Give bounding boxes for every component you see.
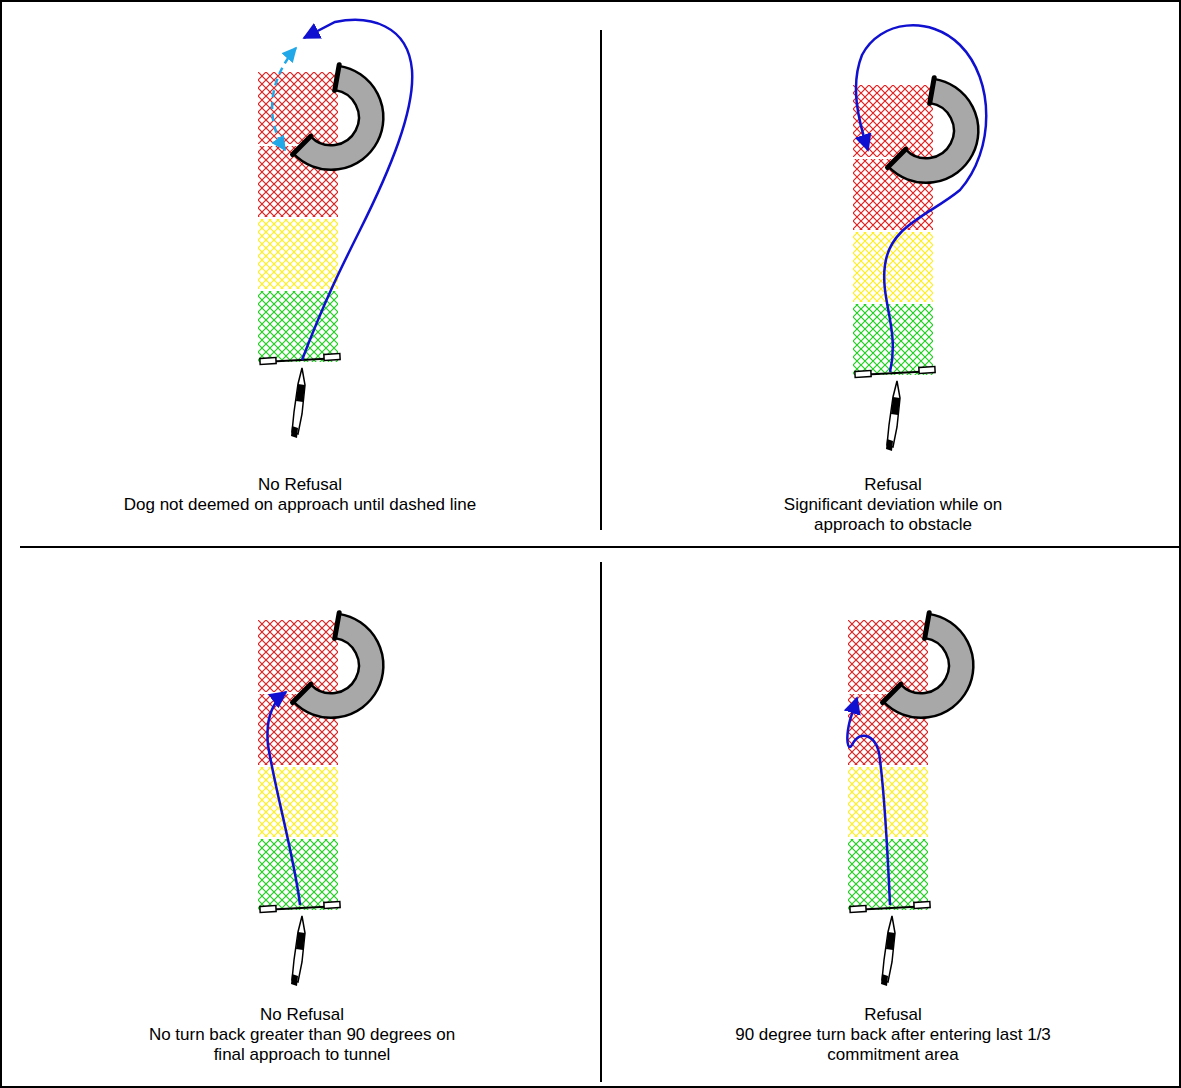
verdict-explanation: Significant deviation while on approach … <box>768 495 1018 535</box>
verdict-heading: Refusal <box>673 1005 1113 1025</box>
verdict-heading: Refusal <box>743 475 1043 495</box>
verdict-heading: No Refusal <box>80 475 520 495</box>
verdict-heading: No Refusal <box>82 1005 522 1025</box>
verdict-explanation: 90 degree turn back after entering last … <box>726 1025 1061 1065</box>
verdict-explanation: Dog not deemed on approach until dashed … <box>80 495 520 515</box>
verdict-explanation: No turn back greater than 90 degrees on … <box>132 1025 472 1065</box>
